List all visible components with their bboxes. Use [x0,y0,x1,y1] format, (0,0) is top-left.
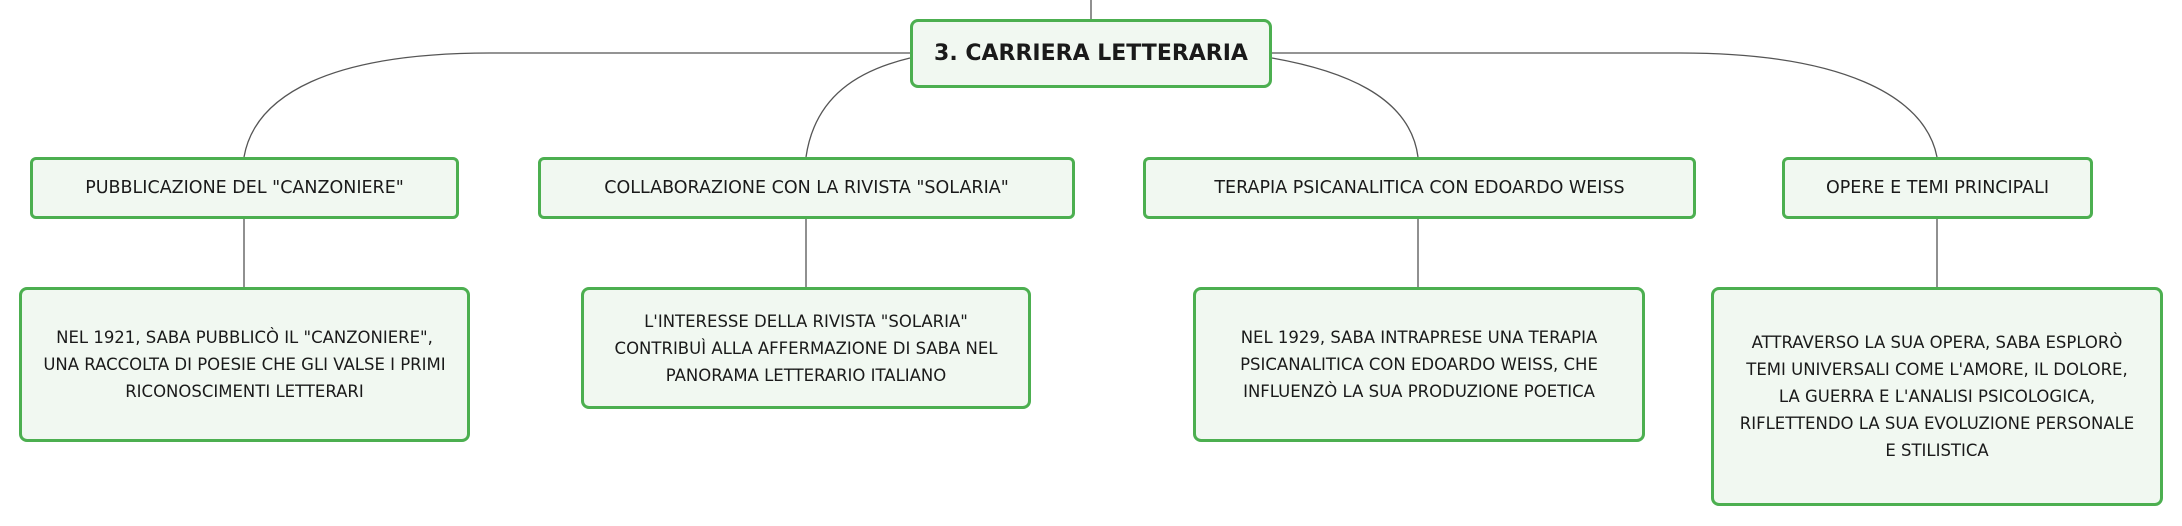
detail-node-text: NEL 1929, SABA INTRAPRESE UNA TERAPIA PS… [1240,328,1598,401]
detail-node-canzoniere[interactable]: NEL 1921, SABA PUBBLICÒ IL "CANZONIERE",… [19,287,470,442]
connector-root-topic-3 [1271,57,1419,158]
connector-root-topic-1 [243,52,910,158]
root-node[interactable]: 3. CARRIERA LETTERARIA [910,19,1272,88]
topic-node-canzoniere[interactable]: PUBBLICAZIONE DEL "CANZONIERE" [30,157,459,219]
detail-node-text: L'INTERESSE DELLA RIVISTA "SOLARIA" CONT… [614,311,998,385]
connector-root-topic-4 [1272,52,1938,158]
topic-node-label: OPERE E TEMI PRINCIPALI [1825,178,2049,198]
root-node-label: 3. CARRIERA LETTERARIA [934,41,1248,66]
detail-node-text: ATTRAVERSO LA SUA OPERA, SABA ESPLORÒ TE… [1739,333,2135,460]
detail-node-terapia[interactable]: NEL 1929, SABA INTRAPRESE UNA TERAPIA PS… [1193,287,1645,442]
topic-node-terapia[interactable]: TERAPIA PSICANALITICA CON EDOARDO WEISS [1143,157,1696,219]
topic-node-solaria[interactable]: COLLABORAZIONE CON LA RIVISTA "SOLARIA" [538,157,1075,219]
topic-node-label: PUBBLICAZIONE DEL "CANZONIERE" [85,178,404,198]
topic-node-label: TERAPIA PSICANALITICA CON EDOARDO WEISS [1214,178,1625,198]
topic-node-label: COLLABORAZIONE CON LA RIVISTA "SOLARIA" [604,178,1009,198]
detail-node-text: NEL 1921, SABA PUBBLICÒ IL "CANZONIERE",… [43,328,446,401]
detail-node-opere[interactable]: ATTRAVERSO LA SUA OPERA, SABA ESPLORÒ TE… [1711,287,2163,506]
detail-node-solaria[interactable]: L'INTERESSE DELLA RIVISTA "SOLARIA" CONT… [581,287,1031,409]
connector-root-topic-2 [805,57,911,158]
topic-node-opere[interactable]: OPERE E TEMI PRINCIPALI [1782,157,2093,219]
